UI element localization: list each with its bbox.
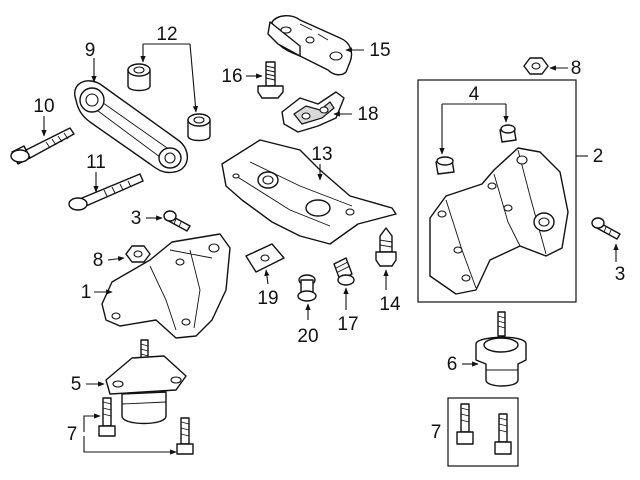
callout-1: 1 <box>81 282 92 303</box>
callout-2: 2 <box>593 146 604 167</box>
part-10-long-bolt <box>10 127 75 165</box>
part-6-mount <box>475 311 527 387</box>
part-18-insulator <box>281 91 345 133</box>
part-2-box <box>417 79 577 303</box>
callout-20: 20 <box>297 326 318 347</box>
callout-10: 10 <box>33 96 54 117</box>
part-14-stud <box>375 227 397 267</box>
part-17-bolt <box>333 257 355 286</box>
part-15-upper-bracket <box>267 15 353 76</box>
callout-4: 4 <box>469 84 480 105</box>
callout-12: 12 <box>156 24 177 45</box>
callout-3-right: 3 <box>615 264 626 285</box>
callout-labels: 9 12 10 11 16 15 18 13 3 8 1 19 20 17 14… <box>33 24 625 445</box>
part-19-clip <box>245 243 285 273</box>
callout-8-right: 8 <box>571 58 582 79</box>
part-13-crossmember <box>221 139 397 245</box>
callout-14: 14 <box>379 294 401 315</box>
callout-3-left: 3 <box>131 208 142 229</box>
leader-lines <box>41 43 619 455</box>
callout-5: 5 <box>71 374 82 395</box>
part-8-nut-left <box>125 245 151 263</box>
part-3-bolt-right <box>591 217 621 240</box>
callout-16: 16 <box>221 66 242 87</box>
part-12-bushing-upper <box>127 63 151 92</box>
part-1-bracket <box>101 233 231 339</box>
callout-18: 18 <box>357 104 378 125</box>
callout-9: 9 <box>85 40 96 61</box>
part-7-box-right <box>447 397 519 467</box>
part-5-mount <box>105 339 187 425</box>
part-4-insulators <box>435 124 517 175</box>
callout-7-right: 7 <box>431 422 442 443</box>
part-12-bushing-lower <box>187 113 211 142</box>
callout-6: 6 <box>447 354 458 375</box>
callout-8-left: 8 <box>93 250 104 271</box>
part-20-bolt <box>297 274 317 302</box>
part-16-bolt <box>257 61 284 99</box>
part-8-nut-right <box>523 57 549 75</box>
callout-7-left: 7 <box>67 424 78 445</box>
part-7-bolts-left <box>98 397 194 455</box>
part-11-long-bolt <box>68 173 144 211</box>
callout-13: 13 <box>311 144 332 165</box>
part-3-bolt-left <box>163 210 191 232</box>
part-9-torque-link <box>74 80 188 174</box>
callout-11: 11 <box>86 152 106 173</box>
callout-15: 15 <box>369 40 390 61</box>
callout-19: 19 <box>257 288 278 309</box>
callout-17: 17 <box>337 314 358 335</box>
